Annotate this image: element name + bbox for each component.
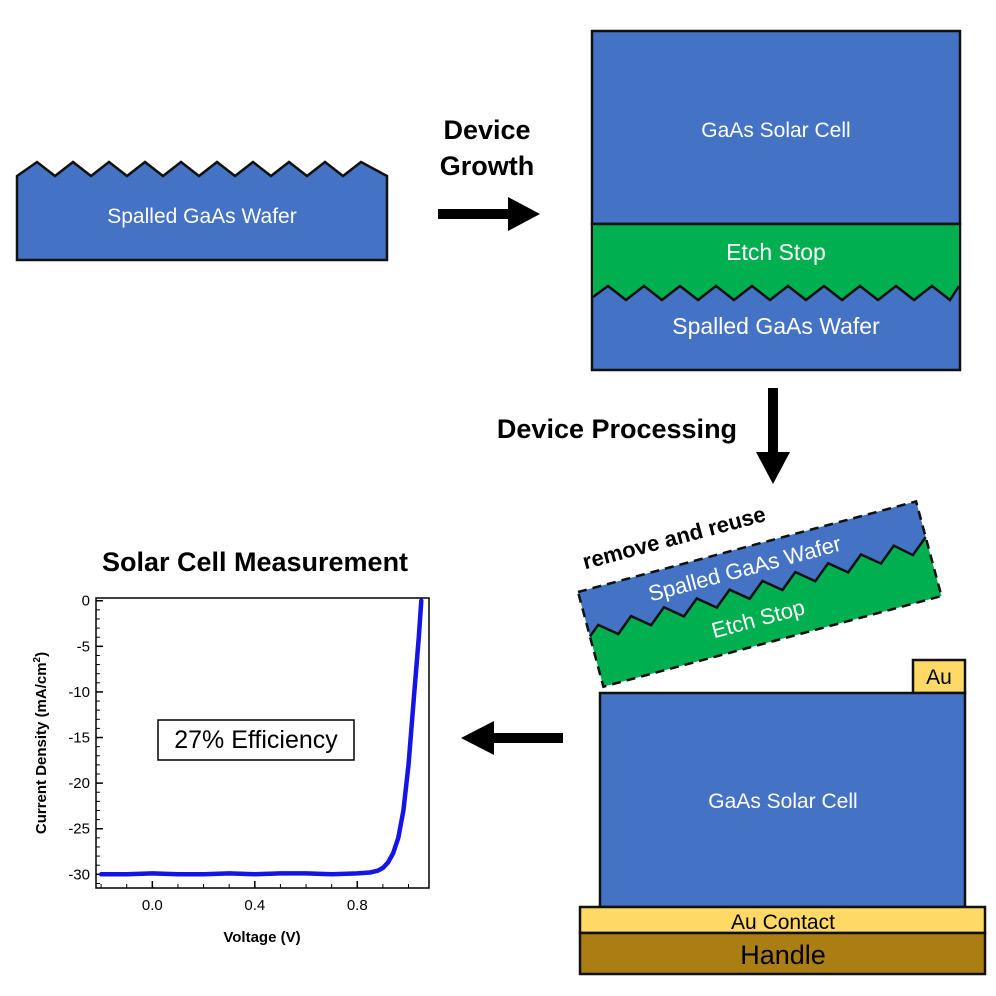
efficiency-annotation: 27% Efficiency — [174, 726, 338, 754]
handle-layer — [578, 931, 987, 976]
measurement-arrow — [461, 721, 563, 755]
y-axis-label: Current Density (mA/cm2) — [32, 652, 50, 834]
step2-grown-device: GaAs Solar Cell Etch Stop Spalled GaAs W… — [590, 29, 962, 372]
solar-cell-label: GaAs Solar Cell — [701, 119, 850, 142]
y-axis-label-main: Current Density (mA/cm — [33, 662, 50, 834]
final-solar-cell — [598, 691, 967, 909]
efficiency-annotation-box — [157, 719, 355, 761]
device-growth-arrow: Device Growth — [438, 115, 540, 231]
device-growth-label-line1: Device — [443, 115, 530, 145]
y-tick-label: -20 — [68, 775, 90, 792]
finished-device: Au GaAs Solar Cell Au Contact Handle — [578, 658, 987, 976]
device-growth-label-line2: Growth — [440, 151, 535, 181]
x-axis-ticks: 0.0 0.4 0.8 — [100, 881, 410, 914]
lifted-wafer-interface-line — [588, 536, 927, 638]
y-axis-ticks: 0 -5 -10 -15 -20 -25 -30 — [68, 593, 103, 884]
spall-interface-line — [592, 284, 961, 302]
x-axis-label: Voltage (V) — [223, 929, 300, 946]
y-tick-label: 0 — [82, 593, 90, 610]
y-tick-label: -5 — [77, 638, 90, 655]
jv-chart: Solar Cell Measurement 0 -5 -10 -15 -20 -25 -3… — [32, 547, 430, 946]
jv-curve-series — [98, 598, 424, 877]
au-top-contact — [911, 658, 967, 695]
y-tick-label: -25 — [68, 821, 90, 838]
device-processing-arrow-head — [756, 452, 790, 484]
spalled-wafer-label: Spalled GaAs Wafer — [107, 205, 296, 228]
y-tick-label: -10 — [68, 684, 90, 701]
y-tick-label: -30 — [68, 866, 90, 883]
lifted-wafer: remove and reuse Spalled GaAs Wafer Etch… — [576, 499, 943, 689]
au-top-contact-label: Au — [926, 666, 952, 689]
y-axis-label-end: ) — [33, 652, 50, 657]
x-tick-label: 0.0 — [142, 897, 163, 914]
spalled-wafer-shape — [15, 160, 389, 262]
au-contact-label: Au Contact — [731, 911, 835, 934]
device-growth-arrow-head — [508, 197, 540, 231]
etch-stop-label: Etch Stop — [726, 239, 826, 265]
solar-cell-layer — [590, 29, 962, 226]
lifted-wafer-dashed-outline — [576, 499, 943, 689]
etch-stop-fill — [593, 225, 959, 300]
x-tick-label: 0.8 — [347, 897, 368, 914]
measurement-arrow-head — [461, 721, 494, 755]
au-contact-layer — [578, 905, 987, 935]
final-solar-cell-label: GaAs Solar Cell — [708, 790, 857, 813]
lifted-wafer-gaas-fill — [583, 522, 926, 637]
x-tick-label: 0.4 — [244, 897, 265, 914]
device-processing-label: Device Processing — [497, 414, 737, 444]
plot-frame — [95, 597, 430, 889]
y-axis-label-sup: 2 — [32, 656, 43, 662]
step1-spalled-wafer: Spalled GaAs Wafer — [15, 160, 389, 262]
chart-title: Solar Cell Measurement — [102, 547, 408, 577]
device-processing-arrow: Device Processing — [497, 388, 790, 484]
handle-label: Handle — [740, 940, 826, 970]
y-tick-label: -15 — [68, 730, 90, 747]
step2-wafer-label: Spalled GaAs Wafer — [672, 313, 880, 339]
